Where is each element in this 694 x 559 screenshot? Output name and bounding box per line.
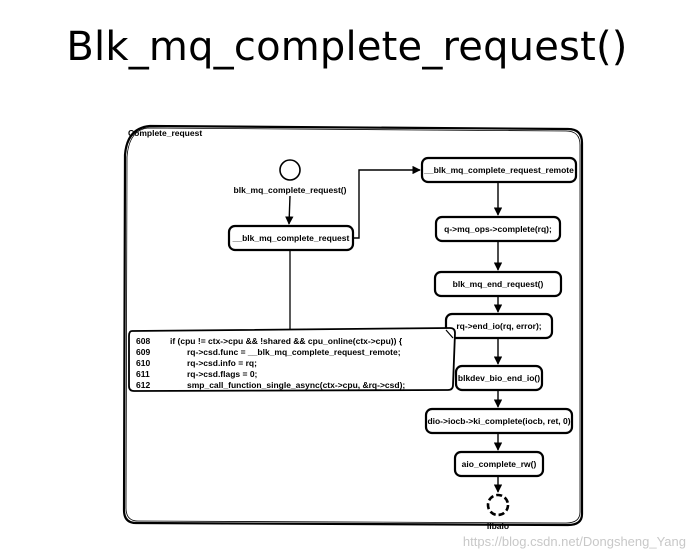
code-line-text: smp_call_function_single_async(ctx->cpu,… [187, 380, 405, 390]
node-aio-complete [453, 450, 545, 478]
node-complete-remote [420, 156, 578, 184]
node-bio-end-io [454, 364, 544, 392]
node-complete-request-label: __blk_mq_complete_request [232, 233, 350, 243]
node-aio-complete-label: aio_complete_rw() [462, 459, 537, 469]
link-code-to-end-io [445, 329, 454, 339]
slide-title: Blk_mq_complete_request() [66, 24, 628, 70]
start-node [279, 159, 301, 181]
code-box [128, 327, 456, 392]
node-complete-remote-label: __blk_mq_complete_request_remote [423, 165, 574, 175]
node-end-io [444, 312, 554, 340]
code-line-text: rq->csd.func = __blk_mq_complete_request… [187, 347, 401, 357]
diagram-frame-sketch [125, 127, 581, 524]
node-ki-complete [424, 407, 574, 435]
node-bio-end-io-label: blkdev_bio_end_io() [458, 373, 540, 383]
frame-label: Complete_request [128, 128, 202, 138]
node-end-request-label: blk_mq_end_request() [453, 279, 544, 289]
start-label: blk_mq_complete_request() [234, 185, 347, 195]
diagram-frame [122, 124, 584, 527]
code-line-text: if (cpu != ctx->cpu && !shared && cpu_on… [170, 336, 403, 346]
code-line-number: 611 [136, 369, 150, 379]
arrow-complete-to-remote [353, 165, 421, 239]
end-label: libaio [487, 521, 509, 531]
code-line-text: rq->csd.flags = 0; [187, 369, 258, 379]
node-ops-complete-label: q->mq_ops->complete(rq); [444, 224, 552, 234]
node-ki-complete-label: dio->iocb->ki_complete(iocb, ret, 0) [427, 416, 570, 426]
code-line-number: 610 [136, 358, 150, 368]
node-end-io-label: rq->end_io(rq, error); [456, 321, 541, 331]
code-line-number: 609 [136, 347, 150, 357]
code-line-text: rq->csd.info = rq; [187, 358, 257, 368]
code-line-number: 608 [136, 336, 150, 346]
arrow-start-to-complete [285, 195, 294, 225]
code-line-number: 612 [136, 380, 150, 390]
watermark: https://blog.csdn.net/Dongsheng_Yang [463, 534, 686, 549]
code-lines: 608 if (cpu != ctx->cpu && !shared && cp… [136, 336, 405, 390]
end-node [486, 493, 510, 517]
